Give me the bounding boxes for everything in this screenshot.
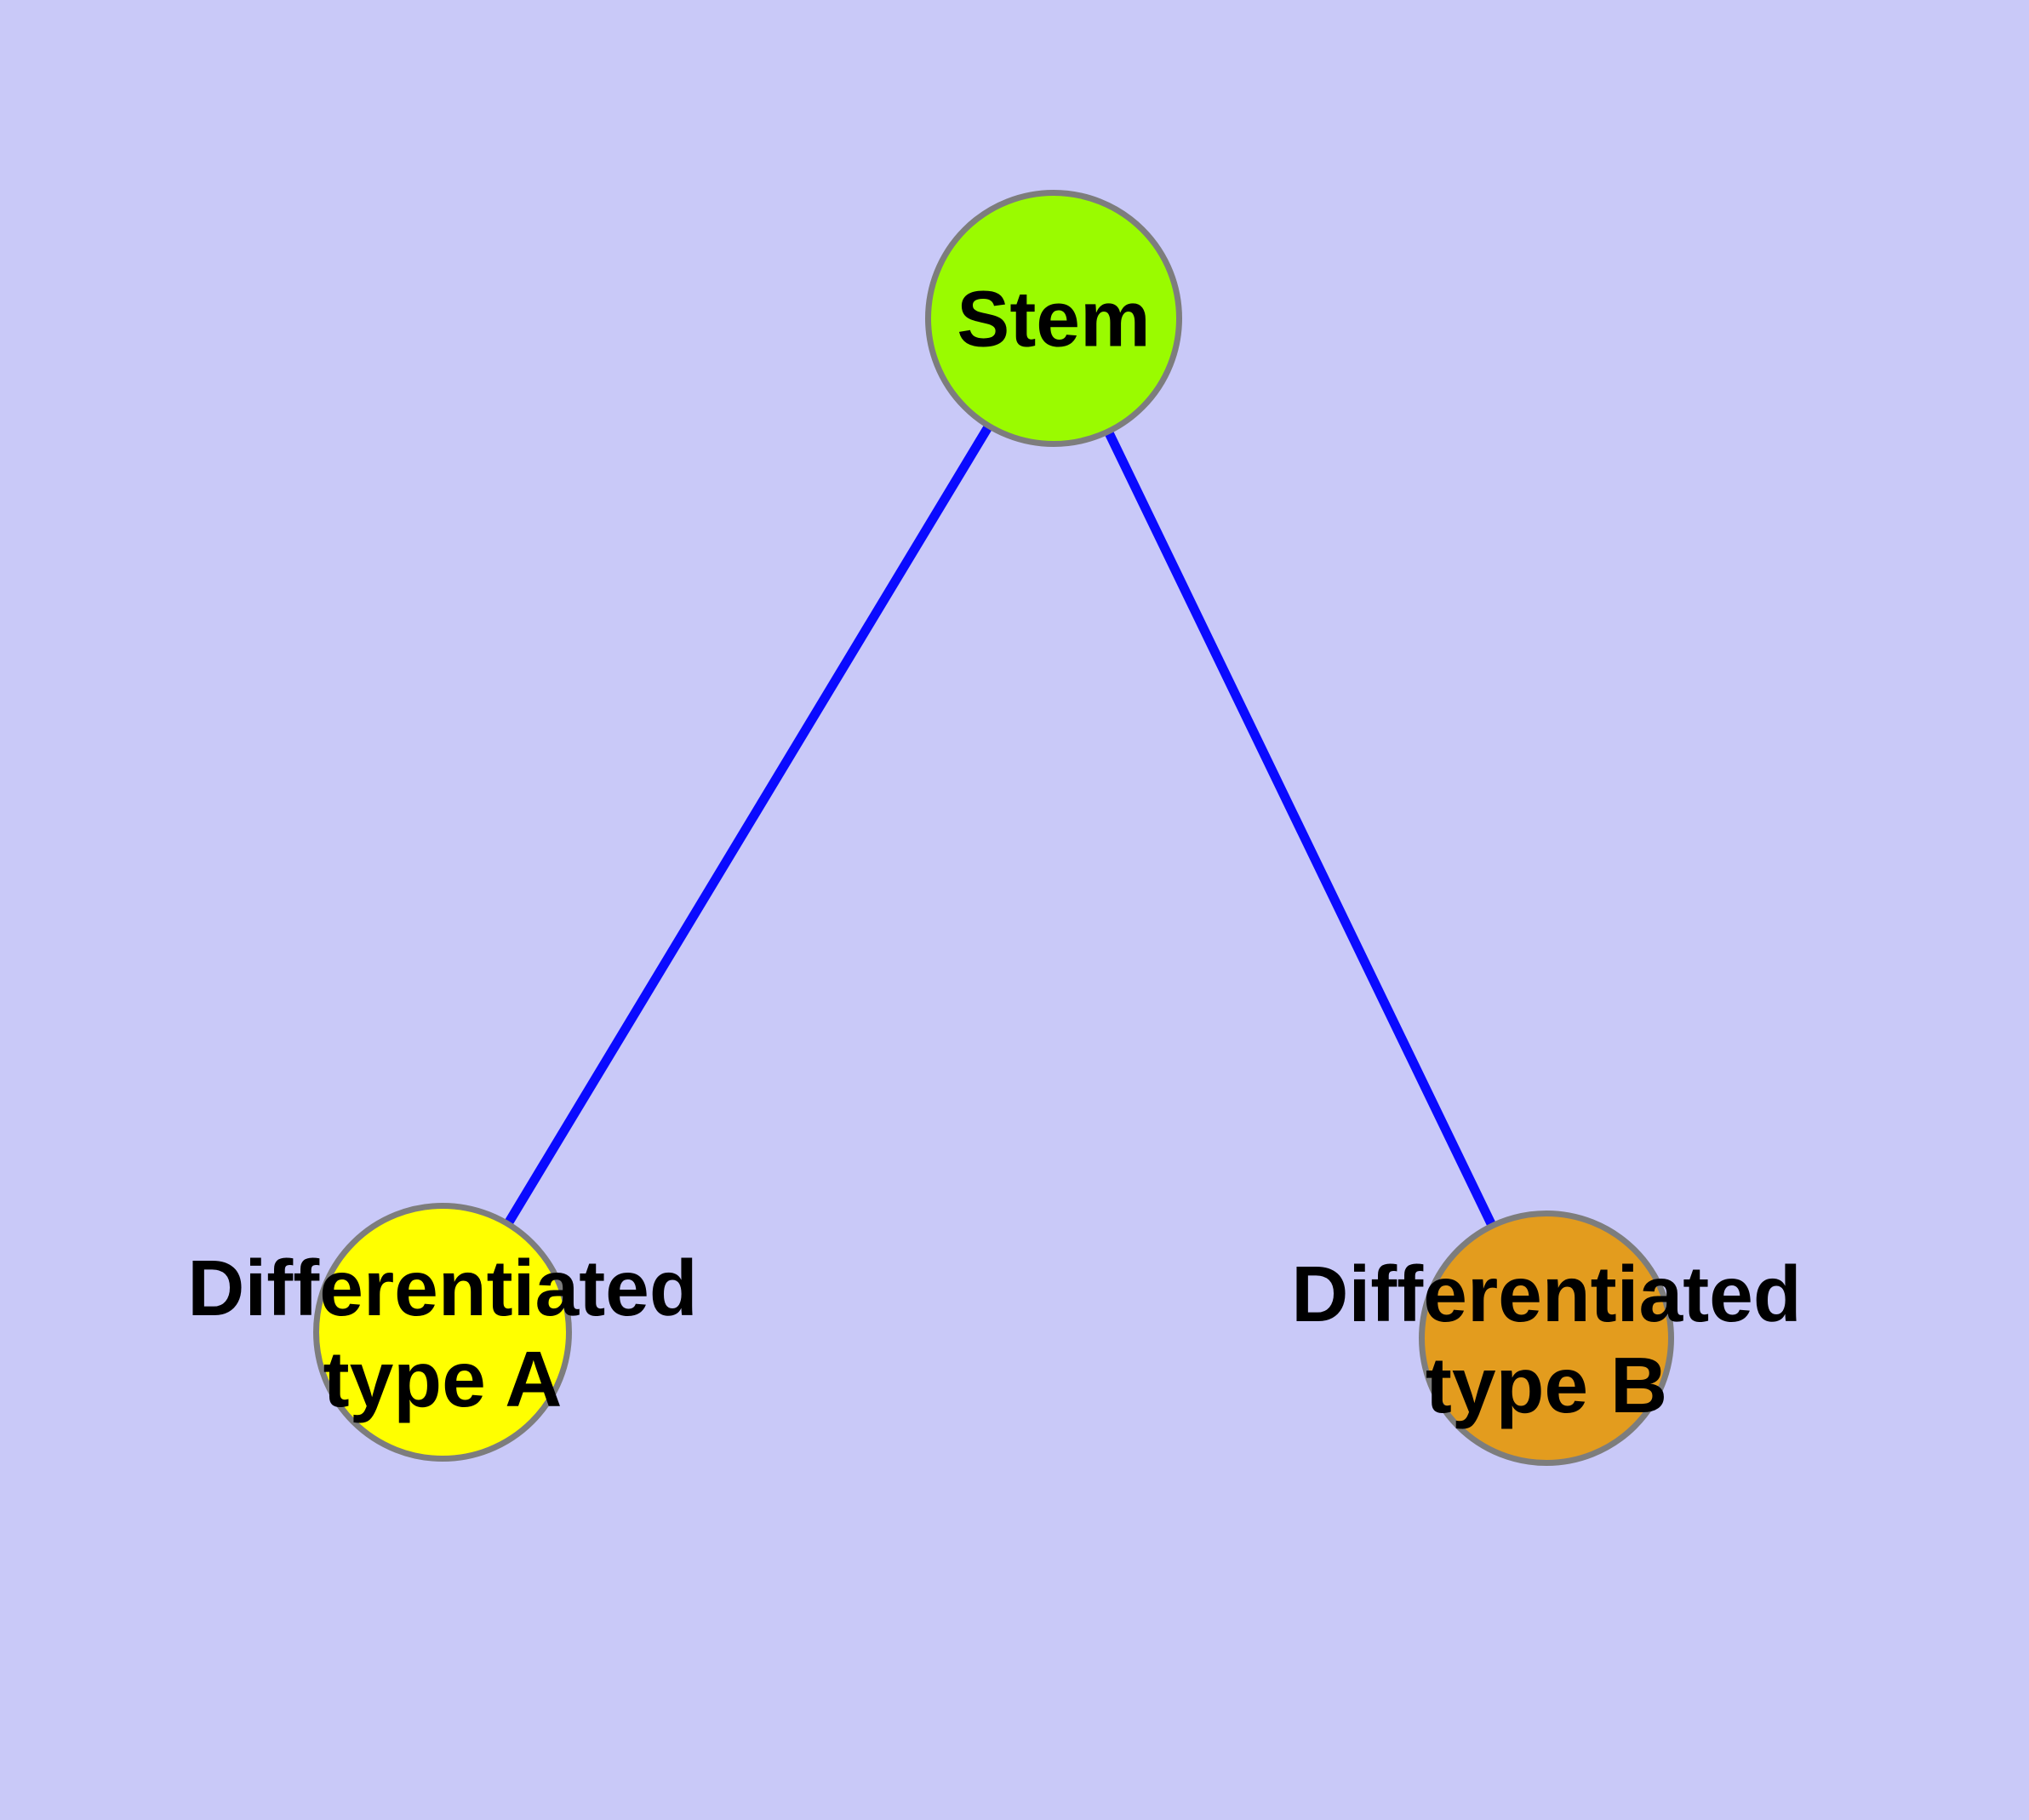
node-differentiated-type-a-label-line-1: Differentiated — [187, 1244, 698, 1333]
node-differentiated-type-b-label: Differentiated type B — [1291, 1249, 1801, 1431]
edge-stem-to-type-a — [438, 316, 1058, 1335]
node-differentiated-type-a: Differentiated type A — [187, 1203, 698, 1462]
node-differentiated-type-b-label-line-2: type B — [1425, 1341, 1668, 1430]
node-differentiated-type-a-label-line-2: type A — [323, 1335, 563, 1424]
node-stem-label-line-1: Stem — [957, 274, 1151, 363]
node-differentiated-type-a-label: Differentiated type A — [187, 1243, 697, 1425]
node-stem: Stem — [925, 190, 1182, 447]
node-differentiated-type-b-label-line-1: Differentiated — [1291, 1250, 1802, 1339]
edge-stem-to-type-b — [1049, 316, 1551, 1341]
node-differentiated-type-b: Differentiated type B — [1291, 1210, 1802, 1466]
node-stem-label: Stem — [957, 274, 1150, 365]
